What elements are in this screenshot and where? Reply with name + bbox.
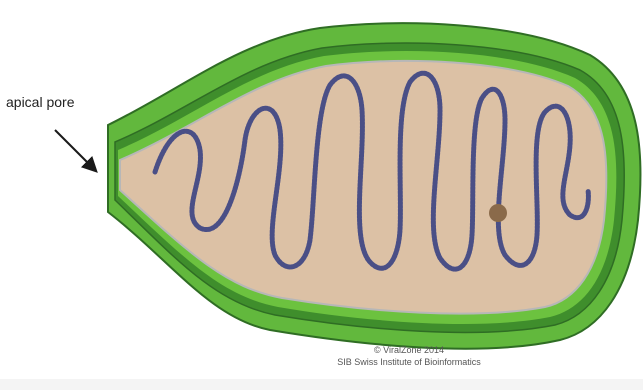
apical-pore-label: apical pore — [6, 94, 75, 110]
bottom-strip — [0, 379, 643, 390]
inclusion-dot — [489, 204, 507, 222]
credit-block: © ViralZone 2014 SIB Swiss Institute of … — [0, 344, 643, 368]
credit-line-2: SIB Swiss Institute of Bioinformatics — [175, 356, 643, 368]
arrow-icon — [55, 130, 95, 170]
credit-line-1: © ViralZone 2014 — [175, 344, 643, 356]
